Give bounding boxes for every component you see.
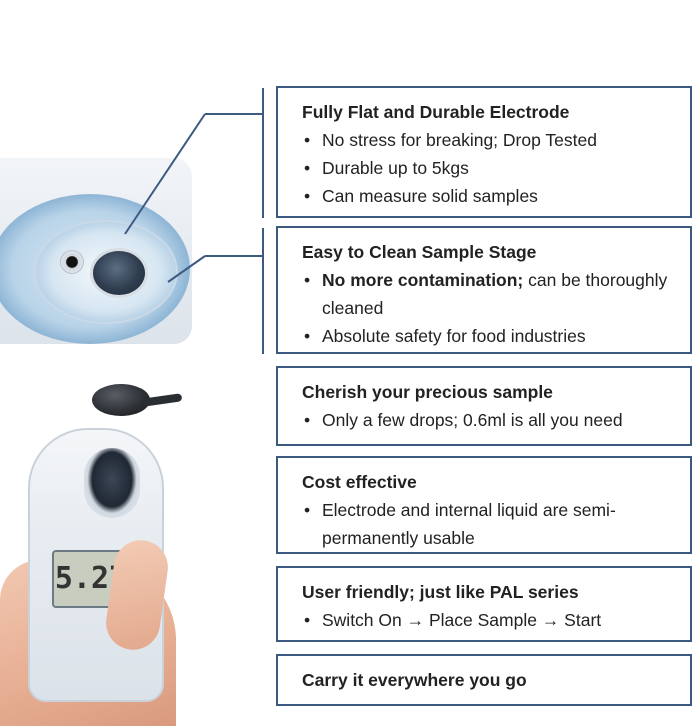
feature-box-electrode: Fully Flat and Durable Electrode No stre… [276,86,692,218]
meter-sensor-window [84,448,140,518]
feature-box-stage: Easy to Clean Sample Stage No more conta… [276,226,692,354]
bracket-electrode [262,88,264,218]
feature-title: Cost effective [302,472,417,492]
feature-box-user-friendly: User friendly; just like PAL series Swit… [276,566,692,642]
bracket-stage [262,228,264,354]
sample-stage-photo [0,158,192,344]
feature-bullet: Switch On → Place Sample → Start [302,606,676,634]
feature-bullet: Electrode and internal liquid are semi-p… [302,496,676,552]
feature-bullet-emphasis: No more contamination; [322,270,524,290]
reference-sensor [60,250,84,274]
spoon-bowl [92,384,150,416]
feature-box-portable: Carry it everywhere you go [276,654,692,706]
stage-ring-inner [34,220,178,324]
feature-bullet-text: can be thoroughly cleaned [322,270,668,318]
feature-title: User friendly; just like PAL series [302,582,579,602]
callout-line-stage [167,255,206,283]
feature-bullets: Switch On → Place Sample → Start [302,606,676,634]
feature-bullet: Can measure solid samples [302,182,676,210]
feature-title: Easy to Clean Sample Stage [302,242,537,262]
feature-bullet: No more contamination; can be thoroughly… [302,266,676,322]
feature-bullets: No stress for breaking; Drop Tested Dura… [302,126,676,210]
feature-title: Fully Flat and Durable Electrode [302,102,570,122]
feature-bullet: No stress for breaking; Drop Tested [302,126,676,154]
feature-bullet: Absolute safety for food industries [302,322,676,350]
feature-bullet: Durable up to 5kgs [302,154,676,182]
feature-bullets: Electrode and internal liquid are semi-p… [302,496,676,552]
sample-spoon [92,384,183,418]
feature-box-sample: Cherish your precious sample Only a few … [276,366,692,446]
feature-title: Carry it everywhere you go [302,670,527,690]
feature-bullet: Only a few drops; 0.6ml is all you need [302,406,676,434]
feature-bullets: Only a few drops; 0.6ml is all you need [302,406,676,434]
feature-bullets: No more contamination; can be thoroughly… [302,266,676,350]
callout-line-electrode [124,113,206,235]
flat-electrode [90,248,148,298]
feature-box-cost: Cost effective Electrode and internal li… [276,456,692,554]
feature-title: Cherish your precious sample [302,382,553,402]
